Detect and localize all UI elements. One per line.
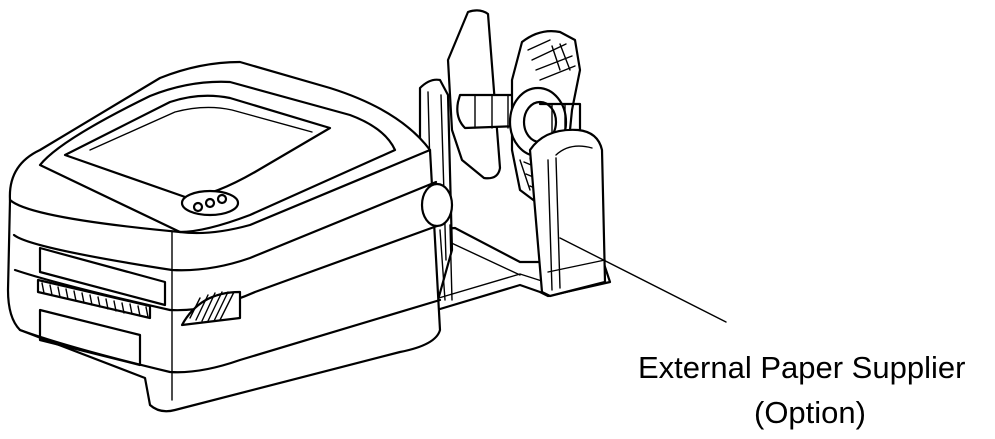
paper-exit-slot: [36, 246, 167, 367]
supplier-front-arm: [528, 128, 607, 298]
feed-button-icon: [192, 201, 204, 213]
callout-label-line2: (Option): [754, 395, 866, 430]
callout-label-line1: External Paper Supplier: [638, 350, 966, 385]
status-led-icon: [216, 193, 228, 205]
callout-leader-line: [559, 237, 727, 323]
printer-side-knob: [420, 182, 454, 301]
printer-side-vent: [180, 290, 242, 327]
printer-control-panel: [180, 189, 240, 217]
pause-button-icon: [204, 197, 216, 209]
external-paper-supplier: [418, 9, 612, 314]
label-printer: [6, 60, 454, 413]
